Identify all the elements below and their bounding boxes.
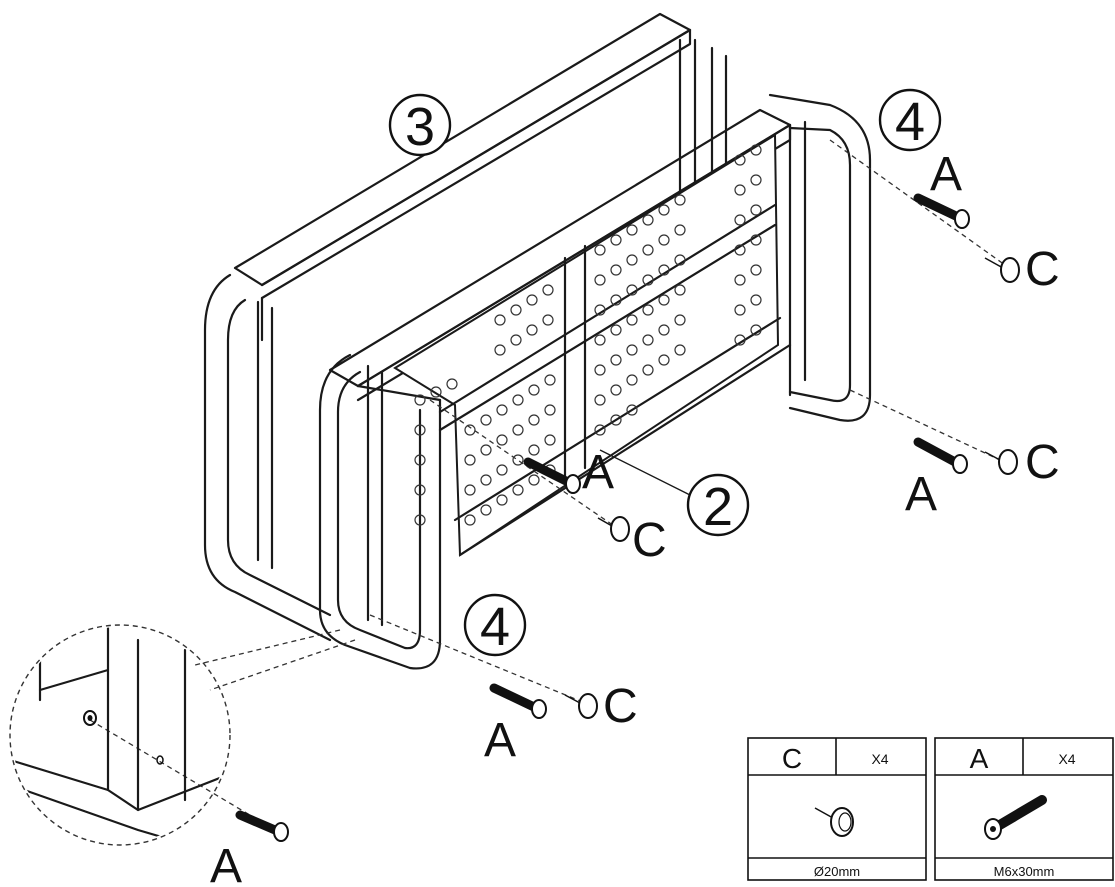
bolt-icon [913,193,970,229]
callout-part-2: 2 [599,449,750,537]
detail-view [9,624,231,846]
label-a-top-right: A [930,148,962,201]
perforation-pattern [414,144,762,526]
bolt-icon [235,810,289,842]
cap-nut-icon [984,257,1020,283]
label-a-center: A [582,446,614,499]
bolt-icon [984,795,1047,840]
bench-frame [203,12,872,670]
bolt-icon [913,437,968,474]
label-a-lower: A [484,714,516,767]
label-c-center: C [632,514,667,567]
label-a-mid-right: A [905,468,937,521]
parts-table-a-spec: M6x30mm [994,864,1055,879]
cap-nut-icon [597,516,630,542]
callout-4-top-text: 4 [895,92,925,152]
parts-table-c-letter: C [782,743,802,774]
parts-table-a: A X4 M6x30mm [934,737,1114,881]
cap-nut-icon [814,807,854,837]
bolt-icon [489,683,547,719]
assembly-guides [89,139,1006,831]
label-c-mid-right: C [1025,436,1060,489]
parts-table-c-qty: X4 [871,751,888,767]
callout-part-3: 3 [388,93,452,157]
parts-table-a-qty: X4 [1058,751,1075,767]
label-c-lower: C [603,680,638,733]
parts-table-a-letter: A [970,743,989,774]
callout-part-4-top: 4 [878,88,942,152]
parts-table-c-spec: Ø20mm [814,864,860,879]
label-c-top-right: C [1025,243,1060,296]
label-a-detail: A [210,840,242,887]
callout-part-4-bottom: 4 [463,593,527,657]
cap-nut-icon [984,449,1018,475]
callout-3-text: 3 [405,97,435,157]
cap-nut-icon [564,693,598,719]
callout-2-text: 2 [703,477,733,537]
callout-4-bottom-text: 4 [480,597,510,657]
bolt-icon [523,457,581,494]
parts-table-c: C X4 Ø20mm [747,737,927,881]
